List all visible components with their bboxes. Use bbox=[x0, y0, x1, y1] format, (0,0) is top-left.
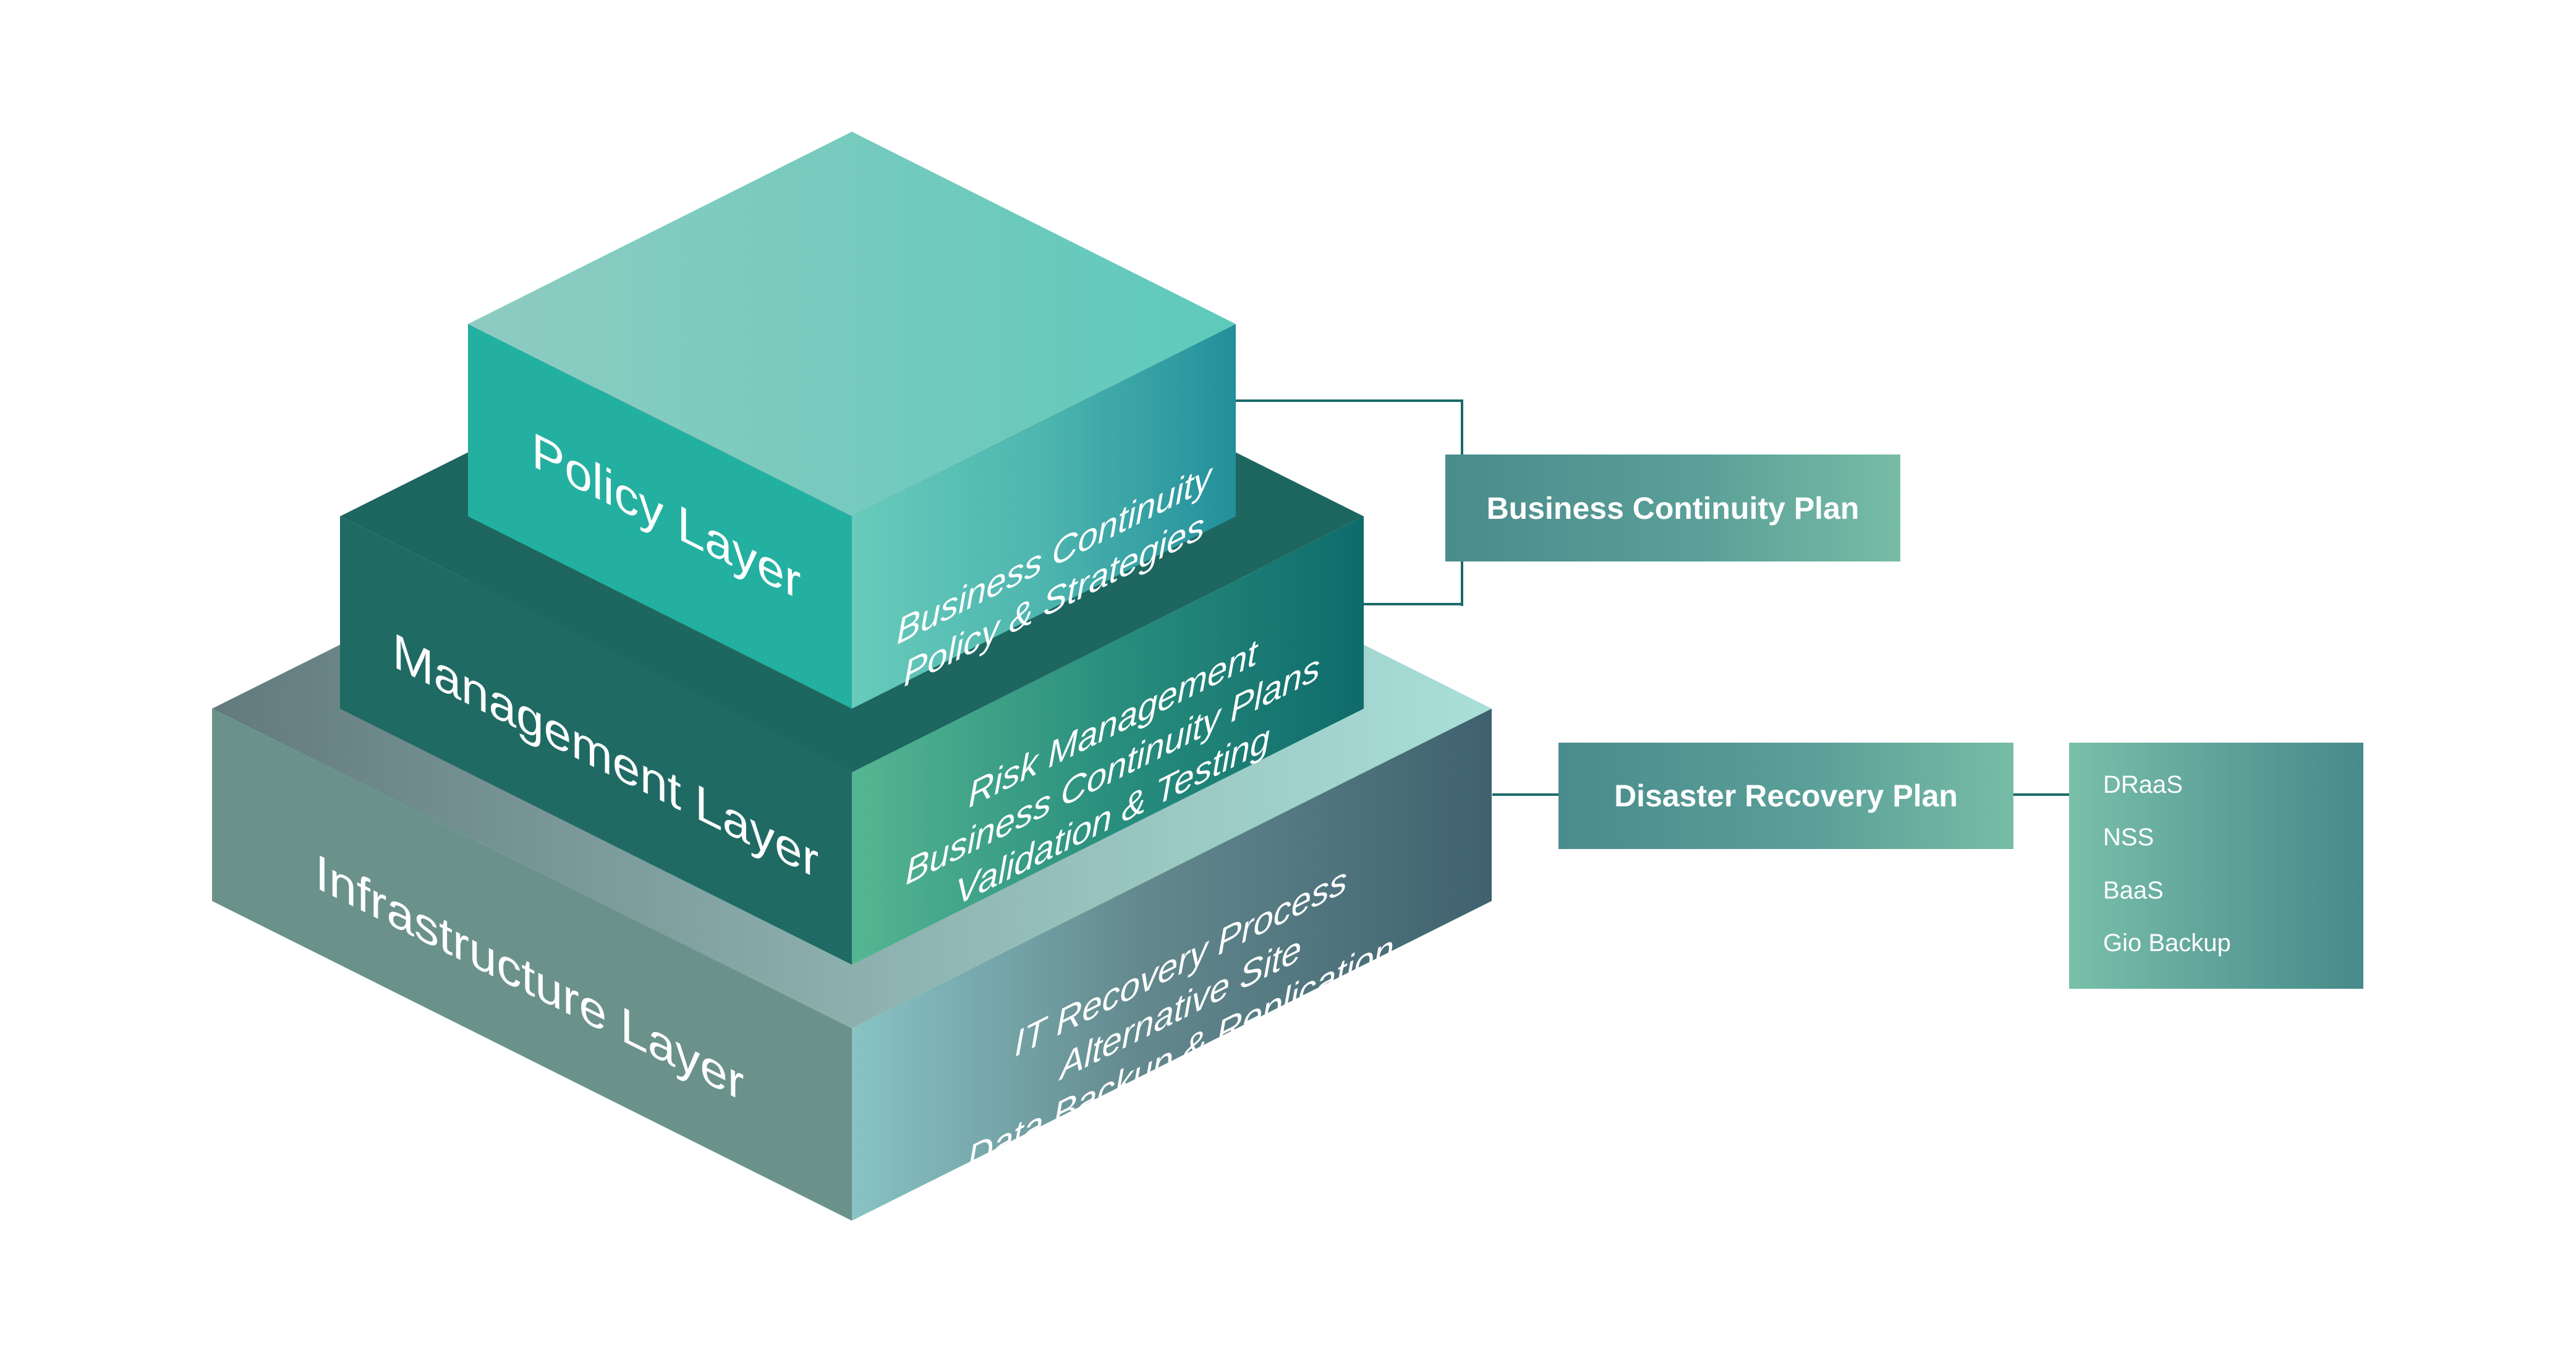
drp-connector bbox=[1492, 793, 1558, 796]
service-item: Gio Backup bbox=[2103, 929, 2231, 957]
bcp-bracket-top bbox=[1236, 399, 1463, 402]
infrastructure-left-face bbox=[212, 709, 852, 1221]
bcp-bracket-bottom bbox=[1364, 603, 1463, 605]
policy-layer-block bbox=[468, 132, 1236, 709]
infrastructure-right-face bbox=[852, 709, 1492, 1221]
service-item: DRaaS bbox=[2103, 771, 2183, 798]
service-item: NSS bbox=[2103, 824, 2154, 851]
business-continuity-plan-label: Business Continuity Plan bbox=[1486, 490, 1860, 526]
disaster-recovery-plan-label: Disaster Recovery Plan bbox=[1614, 779, 1958, 813]
management-right-face bbox=[852, 516, 1364, 965]
business-continuity-plan-box: Business Continuity Plan bbox=[1445, 455, 1900, 561]
policy-right-face bbox=[852, 324, 1236, 709]
management-left-face bbox=[340, 516, 852, 965]
services-connector bbox=[2013, 793, 2069, 796]
service-item: BaaS bbox=[2103, 877, 2164, 904]
policy-left-face bbox=[468, 324, 852, 709]
disaster-recovery-plan-box: Disaster Recovery Plan bbox=[1558, 743, 2013, 849]
recovery-services-box: DRaaS NSS BaaS Gio Backup bbox=[2069, 743, 2363, 989]
